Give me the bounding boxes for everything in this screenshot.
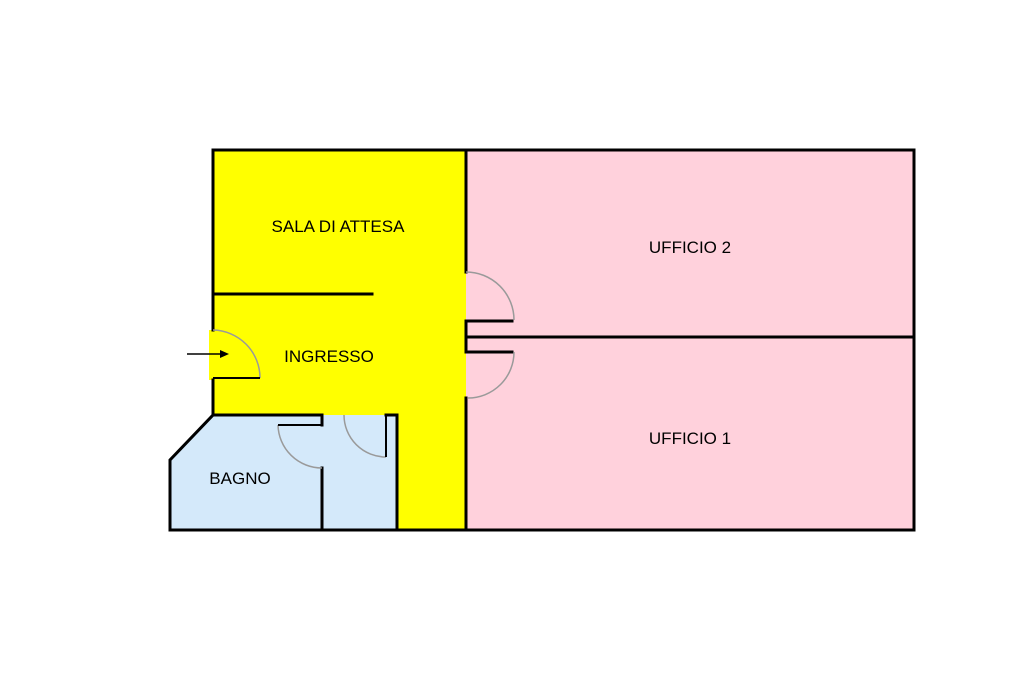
office-1-door-arc — [467, 351, 515, 399]
waiting-entrance-fill — [213, 150, 466, 530]
room-label-sala-attesa: SALA DI ATTESA — [272, 217, 406, 236]
outer-wall — [168, 148, 916, 532]
entrance-door-arc — [212, 329, 261, 379]
bathroom-door-arc — [277, 424, 323, 469]
office-1-fill — [466, 337, 914, 530]
room-label-bagno: BAGNO — [209, 469, 270, 488]
antibathroom-door-arc — [343, 414, 387, 458]
room-label-ufficio-1: UFFICIO 1 — [649, 429, 731, 448]
room-label-ufficio-2: UFFICIO 2 — [649, 238, 731, 257]
office-2-door-arc — [465, 271, 515, 321]
arrow-right-icon — [187, 350, 229, 358]
bathroom-fill — [170, 415, 397, 530]
room-label-ingresso: INGRESSO — [284, 347, 374, 366]
office-2-fill — [466, 150, 914, 337]
entrance-door-gap — [209, 330, 217, 380]
